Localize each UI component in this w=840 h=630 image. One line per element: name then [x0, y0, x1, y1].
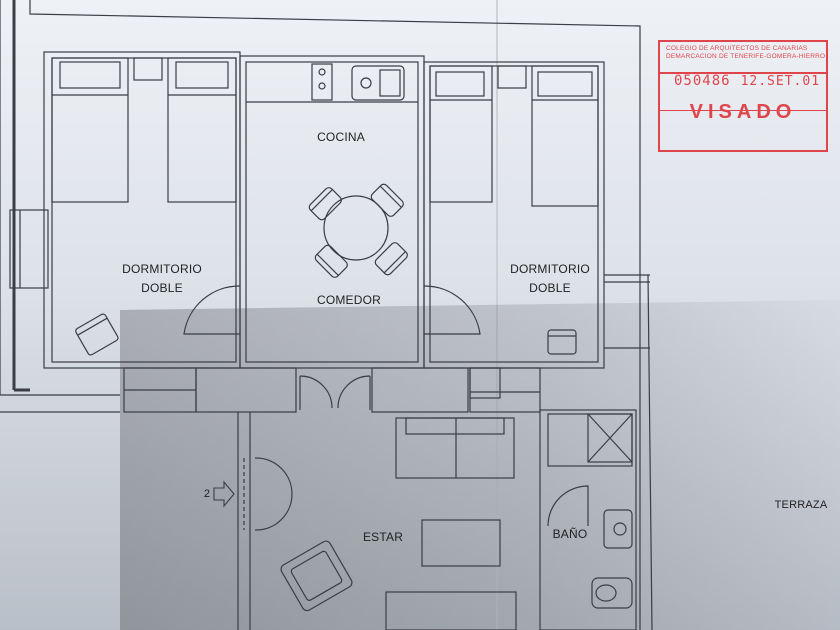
room-label-dormitorio-left: DORMITORIO DOBLE [106, 262, 218, 296]
room-label-dormitorio-left-line2: DOBLE [141, 281, 183, 295]
room-label-terraza: TERRAZA [774, 499, 828, 511]
stamp-demarcation: DEMARCACION DE TENERIFE-GOMERA-HIERRO [666, 53, 826, 60]
room-label-dormitorio-left-line1: DORMITORIO [122, 262, 202, 276]
stamp-date: 12.SET.01 [740, 74, 821, 89]
wall-lines [0, 0, 653, 630]
room-label-comedor: COMEDOR [316, 293, 382, 307]
room-label-dormitorio-right-line1: DORMITORIO [510, 262, 590, 276]
room-label-estar: ESTAR [362, 530, 404, 544]
stamp-divider-2 [660, 110, 826, 111]
photo-shadow [120, 300, 840, 630]
stamp-divider [660, 72, 826, 74]
stamp-code: 050486 [674, 73, 731, 89]
room-label-dormitorio-right-line2: DOBLE [529, 281, 571, 295]
room-label-bano: BAÑO [552, 527, 588, 541]
entry-marker-number: 2 [203, 488, 211, 500]
stamp-status: VISADO [689, 101, 797, 123]
entry-arrow-icon [213, 480, 235, 508]
visado-stamp: COLEGIO DE ARQUITECTOS DE CANARIAS DEMAR… [658, 40, 828, 152]
room-label-cocina: COCINA [317, 130, 365, 144]
stamp-code-row: 050486 12.SET.01 [660, 61, 826, 89]
room-label-dormitorio-right: DORMITORIO DOBLE [494, 262, 606, 296]
stamp-institution: COLEGIO DE ARQUITECTOS DE CANARIAS [666, 45, 808, 52]
